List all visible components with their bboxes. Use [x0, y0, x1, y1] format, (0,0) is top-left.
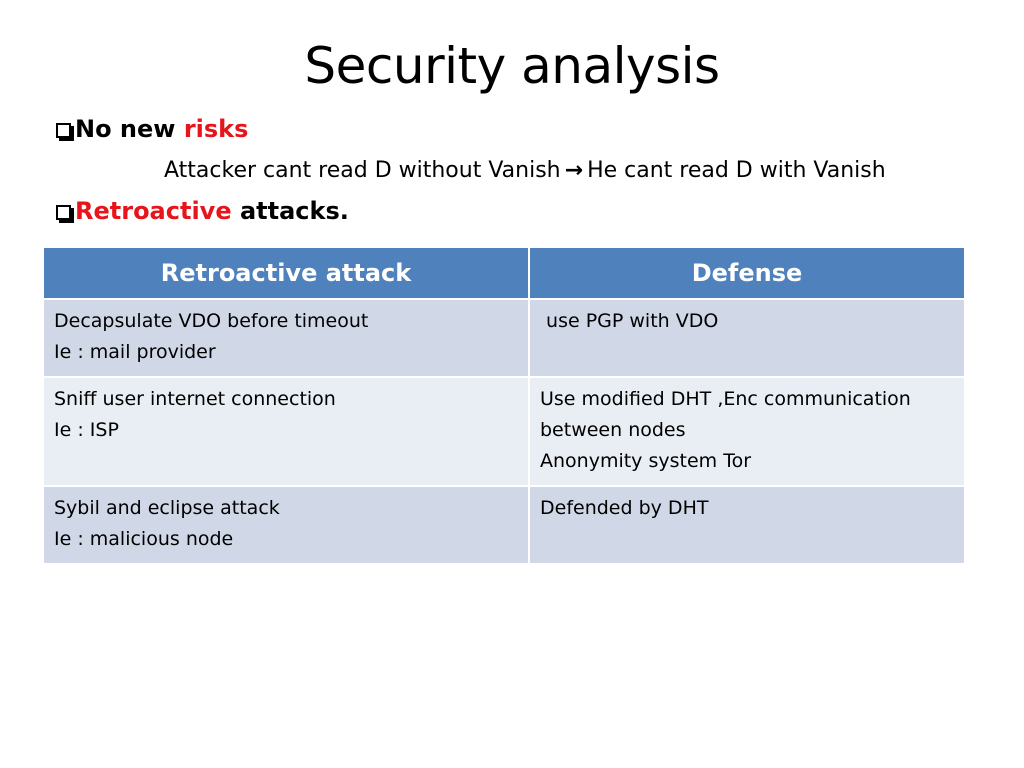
table-header-row: Retroactive attack Defense — [42, 246, 966, 300]
cell-line: Sybil and eclipse attack — [54, 497, 280, 519]
bullet-retroactive-attacks: Retroactive attacks. — [56, 196, 349, 226]
checkbox-bullet-icon — [56, 205, 71, 220]
table-row: Decapsulate VDO before timeout Ie : mail… — [42, 298, 966, 378]
cell-line: Defended by DHT — [540, 497, 709, 519]
cell-line: Ie : malicious node — [54, 528, 234, 550]
cell-line: Ie : ISP — [54, 419, 119, 441]
sub-point-right: He cant read D with Vanish — [587, 158, 886, 183]
cell-line: Ie : mail provider — [54, 341, 216, 363]
bullet-text-plain: No new — [75, 115, 184, 143]
sub-point-left: Attacker cant read D without Vanish — [164, 158, 561, 183]
bullet-text-red: Retroactive — [75, 197, 232, 225]
defense-cell: Use modified DHT ,Enc communication betw… — [528, 376, 966, 487]
cell-line: Decapsulate VDO before timeout — [54, 310, 369, 332]
column-header-defense: Defense — [528, 246, 966, 300]
table-row: Sniff user internet connection Ie : ISP … — [42, 376, 966, 487]
attack-cell: Decapsulate VDO before timeout Ie : mail… — [42, 298, 530, 378]
column-header-attack: Retroactive attack — [42, 246, 530, 300]
sub-point: Attacker cant read D without Vanish→He c… — [164, 157, 886, 185]
bullet-no-new-risks: No new risks — [56, 114, 248, 144]
table-row: Sybil and eclipse attack Ie : malicious … — [42, 485, 966, 565]
checkbox-bullet-icon — [56, 123, 71, 138]
attack-cell: Sniff user internet connection Ie : ISP — [42, 376, 530, 487]
attack-cell: Sybil and eclipse attack Ie : malicious … — [42, 485, 530, 565]
cell-line: Use modified DHT ,Enc communication — [540, 388, 911, 410]
cell-line: use PGP with VDO — [540, 310, 719, 332]
cell-line: between nodes — [540, 419, 686, 441]
cell-line: Anonymity system Tor — [540, 450, 752, 472]
slide-title: Security analysis — [304, 37, 720, 95]
bullet-text-plain: attacks. — [231, 197, 349, 225]
defense-cell: use PGP with VDO — [528, 298, 966, 378]
bullet-text-red: risks — [183, 115, 249, 143]
attack-defense-table: Retroactive attack Defense Decapsulate V… — [42, 246, 966, 565]
cell-line: Sniff user internet connection — [54, 388, 336, 410]
defense-cell: Defended by DHT — [528, 485, 966, 565]
right-arrow-icon: → — [564, 158, 584, 183]
